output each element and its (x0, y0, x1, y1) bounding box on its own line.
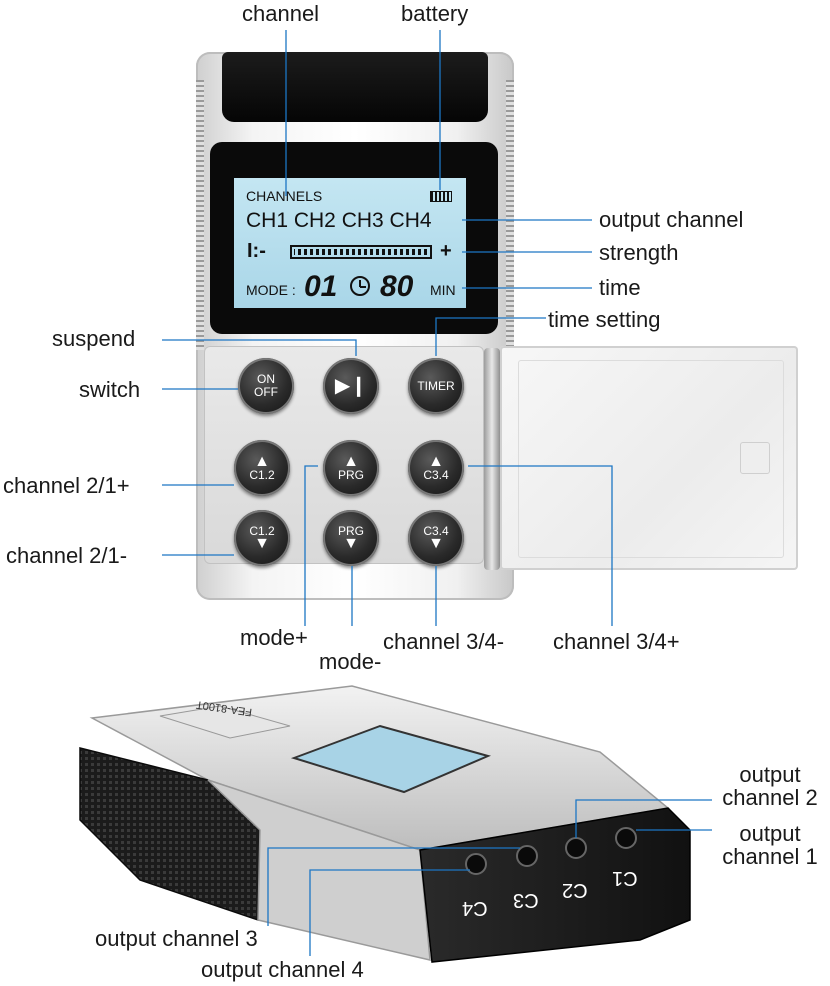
port-c1-jack (615, 827, 637, 849)
play-pause-button[interactable]: ▶❙ (323, 358, 379, 414)
lcd-screen: CHANNELS CH1 CH2 CH3 CH4 I:- + MODE : 01… (234, 178, 466, 308)
callout-mode-plus: mode+ (240, 625, 308, 650)
leader-channel-34-plus (468, 465, 613, 626)
callout-output-channel-1: output channel 1 (713, 822, 827, 868)
bottom-lcd (290, 724, 492, 794)
callout-output-channel-1-line2: channel 1 (722, 844, 818, 870)
leader-time-setting (435, 317, 546, 356)
callout-channel-21-plus: channel 2/1+ (3, 473, 130, 498)
port-c4-jack (465, 853, 487, 875)
lcd-channels-label: CHANNELS (246, 188, 323, 204)
c34-down-label: C3.4 (423, 523, 449, 538)
cover-hinge (484, 348, 500, 570)
callout-output-channel-4: output channel 4 (201, 957, 364, 982)
leader-output-channel-2 (575, 799, 712, 838)
port-c3-jack (516, 845, 538, 867)
lcd-mode-digits: 01 (304, 270, 338, 303)
callout-channel-34-plus: channel 3/4+ (553, 629, 680, 654)
c12-down-button[interactable]: C1.2 ▼ (234, 510, 290, 566)
callout-output-channel: output channel (599, 207, 744, 232)
grip-ridges-right (506, 80, 514, 350)
callout-output-channel-2-line2: channel 2 (722, 785, 818, 811)
timer-label: TIMER (417, 378, 455, 393)
model-strip (159, 705, 291, 739)
callout-output-channel-2: output channel 2 (713, 763, 827, 809)
flip-cover[interactable] (500, 346, 798, 570)
leader-output-channel-3 (267, 847, 520, 926)
prg-down-label: PRG (337, 523, 364, 538)
callout-time-setting: time setting (548, 307, 661, 332)
prg-up-button[interactable]: ▲ PRG (323, 440, 379, 496)
arrow-up-icon: ▲ (428, 452, 444, 470)
arrow-down-icon: ▼ (428, 535, 444, 553)
prg-up-label: PRG (337, 467, 364, 482)
c12-up-label: C1.2 (249, 467, 275, 482)
play-pause-icon: ▶❙ (334, 374, 368, 397)
on-off-label: ON OFF (254, 372, 278, 399)
c12-down-label: C1.2 (249, 523, 275, 538)
on-off-button[interactable]: ON OFF (238, 358, 294, 414)
lcd-time-digits: 80 (380, 270, 414, 303)
callout-mode-minus: mode- (319, 649, 382, 674)
lcd-mode-label: MODE : (246, 282, 296, 298)
battery-icon (430, 191, 452, 202)
c34-up-label: C3.4 (423, 467, 449, 482)
clock-icon (350, 276, 370, 296)
callout-strength: strength (599, 240, 679, 265)
c34-up-button[interactable]: ▲ C3.4 (408, 440, 464, 496)
arrow-down-icon: ▼ (254, 535, 270, 553)
lcd-channels-row: CH1 CH2 CH3 CH4 (246, 209, 432, 232)
lcd-strength-plus: + (440, 240, 452, 262)
callout-suspend: suspend (52, 326, 136, 351)
top-black-band (222, 52, 488, 122)
callout-output-channel-3: output channel 3 (95, 926, 258, 951)
callout-time: time (599, 275, 641, 300)
prg-down-button[interactable]: PRG ▼ (323, 510, 379, 566)
lcd-strength-minus: I:- (247, 240, 266, 262)
callout-channel: channel (242, 1, 320, 26)
arrow-down-icon: ▼ (343, 535, 359, 553)
callout-output-channel-2-line1: output (739, 762, 801, 787)
leader-mode-plus (304, 465, 318, 626)
callout-channel-21-minus: channel 2/1- (6, 543, 128, 568)
leader-output-channel-4 (309, 869, 470, 956)
arrow-up-icon: ▲ (254, 452, 270, 470)
callout-output-channel-1-line1: output (739, 821, 801, 846)
callout-switch: switch (79, 377, 141, 402)
callout-battery: battery (401, 1, 469, 26)
c12-up-button[interactable]: ▲ C1.2 (234, 440, 290, 496)
c34-down-button[interactable]: C3.4 ▼ (408, 510, 464, 566)
leader-suspend (162, 339, 357, 356)
lcd-time-unit: MIN (430, 282, 456, 298)
timer-button[interactable]: TIMER (408, 358, 464, 414)
grip-ridges-left (196, 80, 204, 350)
strength-bar-icon (290, 245, 432, 259)
arrow-up-icon: ▲ (343, 452, 359, 470)
callout-channel-34-minus: channel 3/4- (383, 629, 505, 654)
